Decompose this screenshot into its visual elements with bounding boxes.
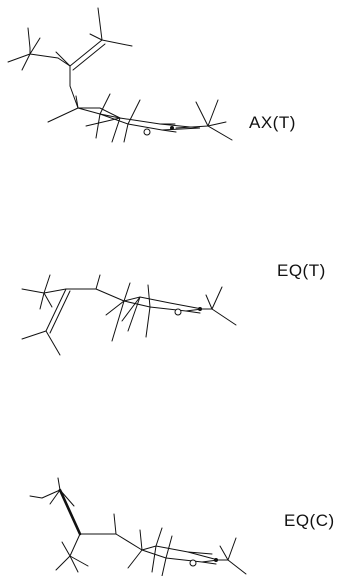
structure-ax-t-drawing bbox=[7, 7, 233, 143]
structure-eq-t: EQ(T) bbox=[0, 185, 354, 380]
structure-eq-c-drawing bbox=[29, 477, 247, 576]
structure-eq-c-label: EQ(C) bbox=[284, 511, 335, 530]
structure-ax-t: AX(T) bbox=[0, 0, 354, 185]
structure-eq-t-label: EQ(T) bbox=[277, 261, 326, 280]
structure-eq-t-drawing bbox=[21, 274, 237, 356]
structure-ax-t-label: AX(T) bbox=[249, 113, 296, 132]
structure-eq-c: EQ(C) bbox=[0, 380, 354, 576]
